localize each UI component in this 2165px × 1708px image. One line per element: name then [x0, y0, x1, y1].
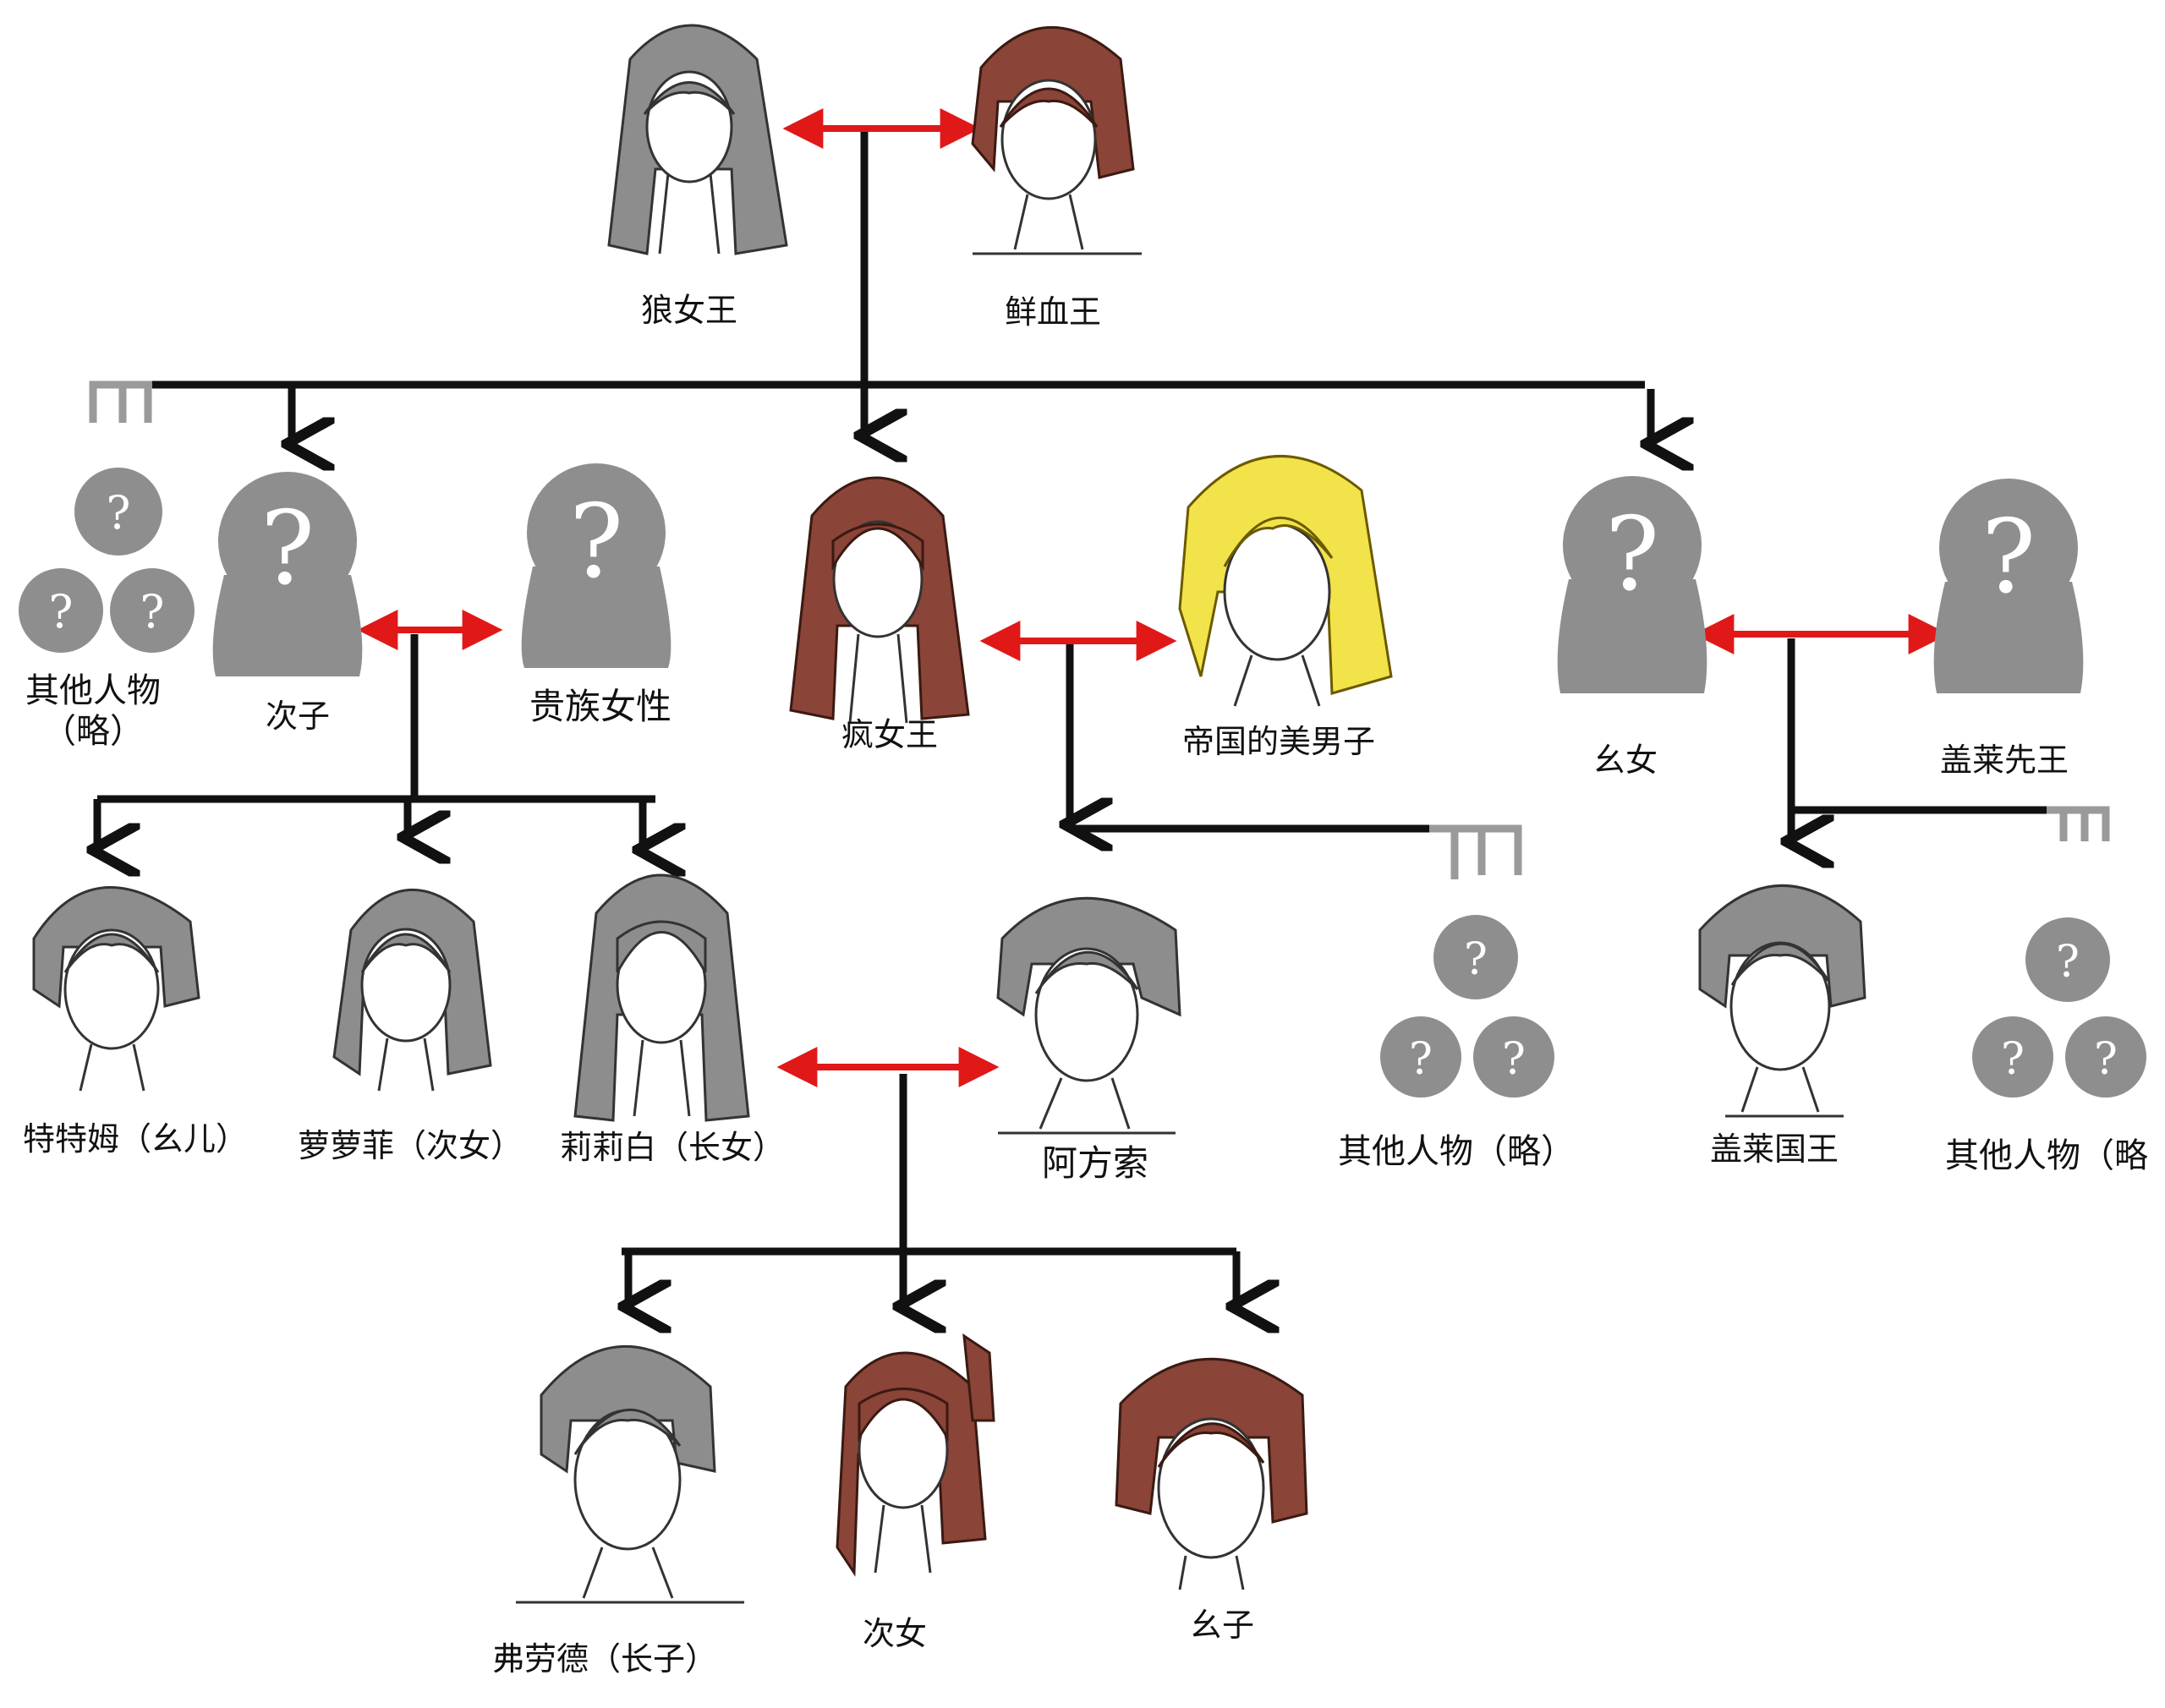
label-lilibai: 莉莉白（长女）: [560, 1129, 785, 1166]
unknown-group-right: ? ? ?: [1972, 917, 2146, 1098]
omitted-marker-mid: [1429, 824, 1522, 879]
label-others-left: 其他人物: [25, 671, 161, 710]
label-youngest-daughter: 幺女: [1593, 742, 1658, 779]
label-yaozi: 幺子: [1190, 1607, 1254, 1644]
unknown-group-left: ? ? ?: [19, 468, 195, 653]
unknown-mark: ?: [260, 490, 315, 608]
marriage-lines: [357, 108, 1949, 1087]
silhouette-noble-woman: ?: [521, 463, 671, 668]
label-wolf-queen: 狼女王: [641, 292, 737, 329]
silhouette-gailai-former-king: ?: [1933, 479, 2084, 693]
portrait-tetemu: [32, 886, 200, 1092]
omitted-marker-right: [2047, 806, 2110, 841]
portrait-yaozi: [1115, 1357, 1308, 1590]
label-empire-beauty: 帝国的美男子: [1182, 723, 1375, 760]
label-tetemu: 特特姆（幺儿）: [23, 1120, 248, 1158]
descent-lines: [97, 127, 2047, 1306]
omitted-marker-left: [89, 380, 152, 423]
silhouette-youngest-daughter: ?: [1557, 476, 1707, 693]
unknown-mark: ?: [1502, 1034, 1526, 1085]
omitted-branch-markers: [89, 380, 2110, 879]
unknown-mark: ?: [2001, 1034, 2025, 1085]
portrait-lilibai: [573, 873, 750, 1122]
portrait-blood-king: [971, 25, 1142, 255]
portrait-luoluofei: [332, 888, 492, 1092]
portrait-empire-beauty: [1178, 455, 1393, 707]
unknown-mark: ?: [107, 486, 131, 539]
label-blood-king: 鲜血王: [1005, 293, 1101, 331]
portrait-mad-queen: [789, 476, 970, 724]
unknown-mark: ?: [569, 484, 623, 601]
label-second-son: 次子: [266, 698, 330, 735]
silhouette-second-son: ?: [212, 472, 363, 676]
unknown-mark: ?: [2056, 937, 2080, 988]
label-fulaode: 弗劳德（长子）: [492, 1640, 717, 1678]
unknown-group-mid: ? ? ?: [1380, 915, 1554, 1098]
unknown-mark: ?: [1464, 934, 1488, 985]
unknown-mark: ?: [2094, 1034, 2118, 1085]
label-luoluofei: 萝萝菲（次女）: [298, 1127, 523, 1164]
label-cinv: 次女: [863, 1615, 927, 1652]
unknown-mark: ?: [1409, 1034, 1433, 1085]
unknown-mark: ?: [140, 585, 165, 638]
labels: 狼女王 鲜血王 其他人物 （略） 次子 贵族女性 疯女王 帝国的美男子 幺女 盖…: [23, 292, 2148, 1678]
label-others-left-omitted: （略）: [42, 712, 144, 751]
unknown-mark: ?: [1605, 496, 1659, 614]
label-others-mid: 其他人物（略）: [1338, 1132, 1575, 1171]
label-mad-queen: 疯女王: [841, 716, 938, 753]
label-gailai-king: 盖莱国王: [1710, 1130, 1839, 1168]
portrait-fulaode: [516, 1344, 744, 1604]
portrait-gailai-king: [1698, 884, 1866, 1118]
label-noble-woman: 贵族女性: [529, 686, 671, 727]
label-others-right: 其他人物（略: [1945, 1136, 2148, 1175]
portrait-afangsuo: [996, 897, 1181, 1135]
portrait-wolf-queen: [607, 24, 788, 255]
label-gailai-former-king: 盖莱先王: [1940, 742, 2069, 779]
label-afangsuo: 阿方索: [1042, 1142, 1148, 1184]
unknown-mark: ?: [1981, 499, 2036, 616]
portrait-cinv: [836, 1333, 995, 1577]
unknown-mark: ?: [49, 585, 74, 638]
